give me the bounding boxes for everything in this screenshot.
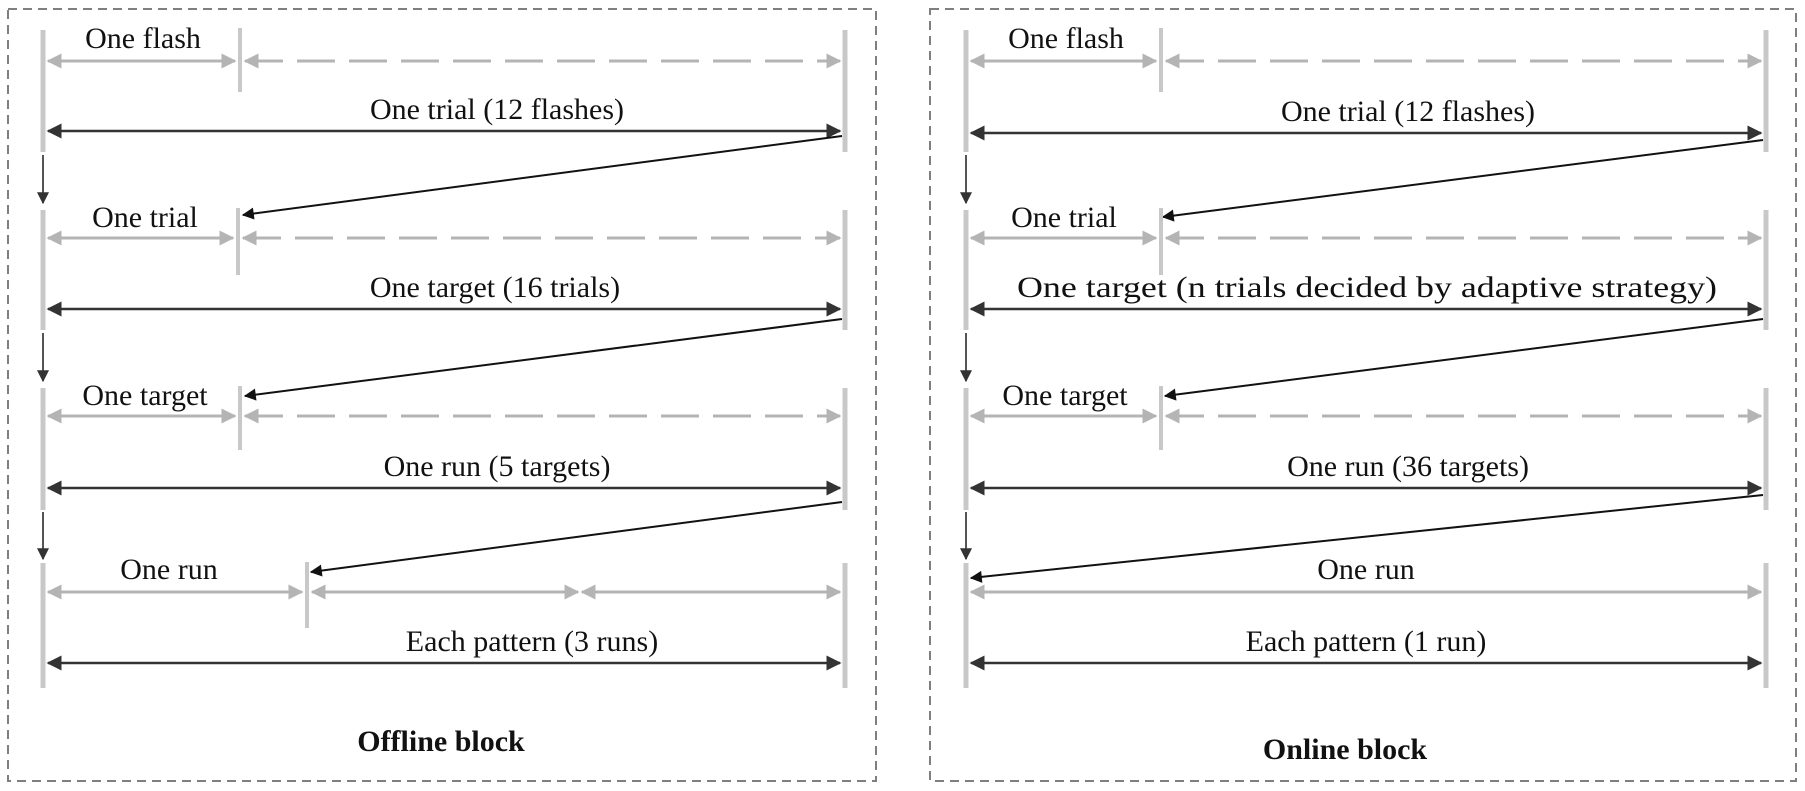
offline-run-row-label: One run (5 targets) bbox=[384, 450, 611, 483]
online-pattern-row: One run Each pattern (1 run) bbox=[963, 553, 1769, 688]
online-one-run-label: One run bbox=[1317, 553, 1414, 586]
offline-zoom-arrow-3 bbox=[309, 501, 843, 577]
online-one-trial-label: One trial bbox=[1011, 201, 1117, 234]
online-block-title: Online block bbox=[1263, 733, 1428, 766]
offline-pattern-row-label: Each pattern (3 runs) bbox=[406, 625, 658, 658]
offline-one-trial-label: One trial bbox=[92, 201, 198, 234]
offline-zoom-arrow-1 bbox=[241, 135, 843, 220]
online-zoom-arrow-1 bbox=[1161, 139, 1764, 222]
offline-one-run-label: One run bbox=[120, 553, 217, 586]
online-target-row-label: One target (n trials decided by adaptive… bbox=[1017, 271, 1717, 304]
online-trial-row: One flash One trial (12 flashes) bbox=[963, 22, 1769, 152]
offline-run-row: One target One run (5 targets) bbox=[40, 379, 848, 510]
online-run-row: One target One run (36 targets) bbox=[963, 379, 1769, 510]
online-pattern-row-label: Each pattern (1 run) bbox=[1246, 625, 1487, 658]
offline-zoom-arrow-2 bbox=[243, 318, 843, 401]
online-run-row-label: One run (36 targets) bbox=[1287, 450, 1529, 483]
offline-trial-row-label: One trial (12 flashes) bbox=[370, 93, 624, 126]
offline-block-border bbox=[7, 8, 877, 782]
online-block: One flash One trial (12 flashes) One tri… bbox=[929, 8, 1797, 782]
offline-one-target-label: One target bbox=[82, 379, 208, 412]
offline-target-row-label: One target (16 trials) bbox=[370, 271, 620, 304]
offline-block: One flash One trial (12 flashes) One tri… bbox=[7, 8, 877, 782]
online-zoom-arrow-3 bbox=[969, 494, 1764, 583]
offline-pattern-row: One run Each pattern (3 runs) bbox=[40, 553, 848, 688]
offline-one-flash-label: One flash bbox=[85, 22, 201, 55]
offline-target-row: One trial One target (16 trials) bbox=[40, 201, 848, 330]
online-trial-row-label: One trial (12 flashes) bbox=[1281, 95, 1535, 128]
online-block-border bbox=[929, 8, 1797, 782]
online-target-row: One trial One target (n trials decided b… bbox=[963, 201, 1769, 330]
offline-block-title: Offline block bbox=[357, 725, 525, 758]
online-one-target-label: One target bbox=[1002, 379, 1128, 412]
online-zoom-arrow-2 bbox=[1163, 318, 1764, 401]
offline-trial-row: One flash One trial (12 flashes) bbox=[40, 22, 848, 152]
online-one-flash-label: One flash bbox=[1008, 22, 1124, 55]
